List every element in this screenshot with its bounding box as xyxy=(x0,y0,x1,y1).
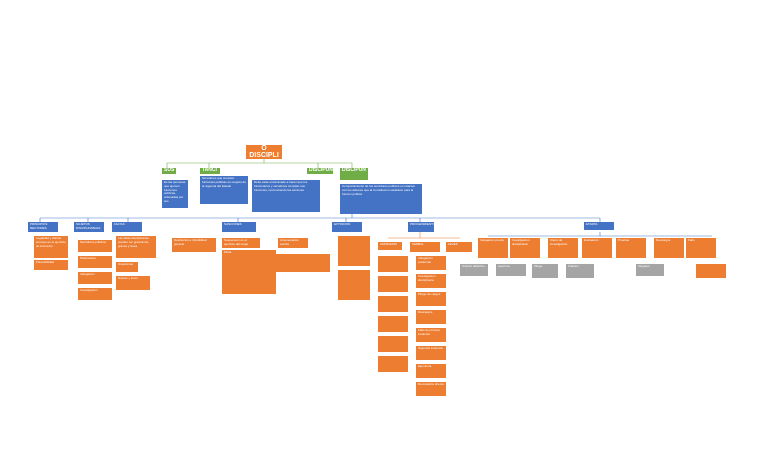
ordinario-item xyxy=(378,356,408,372)
sanciones-item: Suspension en el ejercicio del cargo xyxy=(222,238,260,248)
etapas-item: Descargos xyxy=(654,238,684,258)
etapas-item: Pruebas xyxy=(616,238,646,258)
level1-header: SUS xyxy=(162,168,176,174)
sujetos-item: Indagacion xyxy=(78,272,112,284)
ordinario-item xyxy=(378,296,408,312)
title-box: O DISCIPLI xyxy=(246,145,282,159)
sujetos-item: Servidores publicos xyxy=(78,240,112,252)
sujetos-item: Investigacion xyxy=(78,288,112,300)
verbal-item: Segunda instancia xyxy=(416,346,446,360)
level2-node: FALTAS xyxy=(112,222,142,232)
verbal-item: Ejecutoria xyxy=(416,364,446,378)
level2-node: EXTINCION xyxy=(332,222,362,232)
level1-header: DISCIPUN xyxy=(307,168,333,174)
etapas-gray: Archivo definitivo xyxy=(460,264,488,276)
etapas-item: Evaluacion xyxy=(582,238,612,258)
verbal-item: Investigacion disciplinaria xyxy=(416,274,446,288)
extincion-item xyxy=(338,236,370,266)
level1-header: DISCIPUN xyxy=(340,168,368,180)
ordinario-item xyxy=(378,336,408,352)
principios-item: Favorabilidad xyxy=(34,260,68,270)
level1-text: Es las personas que ejercen funciones pu… xyxy=(162,180,188,208)
verbal-item: Indagacion preliminar xyxy=(416,256,446,270)
ordinario-item xyxy=(378,256,408,272)
faltas-item: Graves y leves xyxy=(116,276,150,290)
ordinario-item xyxy=(378,316,408,332)
level1-text: Servidores que cumplen funciones publica… xyxy=(200,176,248,204)
etapas-item: Investigacion disciplinaria xyxy=(510,238,540,258)
level2-node: SANCIONES xyxy=(222,222,256,232)
level1-header: TANCI xyxy=(200,168,220,174)
etapas-item: Fallo xyxy=(686,238,716,258)
verbal-item: Fallo de primera instancia xyxy=(416,328,446,342)
level1-text: Debe estar encaminado a hacer que los fu… xyxy=(252,180,320,212)
sanciones-item: Destitucion e inhabilidad general xyxy=(172,238,216,252)
procedimiento-head: LEVES xyxy=(446,242,472,252)
verbal-item: Pliego de cargos xyxy=(416,292,446,306)
verbal-item: Revocatoria directa xyxy=(416,382,446,396)
faltas-item: Las faltas disciplinarias pueden ser gra… xyxy=(116,236,156,258)
sanciones-item: Amonestacion escrita xyxy=(278,238,308,248)
extincion-item xyxy=(338,270,370,300)
level2-node: SUJETOS DISCIPLINABLES xyxy=(74,222,104,232)
sanciones-item xyxy=(276,254,330,272)
verbal-item: Descargos xyxy=(416,310,446,324)
principios-item: Legalidad y debido proceso en el ejercic… xyxy=(34,236,68,258)
etapas-gray: Pliego xyxy=(532,264,558,278)
level2-node: PROCEDIMIENTO xyxy=(408,222,434,232)
faltas-item: Gravisimas xyxy=(116,262,138,272)
etapas-gray: Alegatos xyxy=(636,264,664,276)
level2-node: ETAPAS xyxy=(584,222,614,230)
sanciones-item: Multa xyxy=(222,250,276,294)
procedimiento-head: VERBAL xyxy=(410,242,440,252)
procedimiento-head: ORDINARIO xyxy=(378,242,402,250)
etapas-gray: Apertura xyxy=(496,264,526,276)
etapas-gray: Citacion xyxy=(566,264,594,278)
etapas-item: Cierre de investigacion xyxy=(548,238,578,258)
etapas-extra xyxy=(696,264,726,278)
etapas-item: Indagacion previa xyxy=(478,238,508,258)
sujetos-item: Particulares xyxy=(78,256,112,268)
level1-text: Comportamiento de los servidores publico… xyxy=(340,184,422,214)
ordinario-item xyxy=(378,276,408,292)
level2-node: PRINCIPIOS RECTORES xyxy=(28,222,58,232)
